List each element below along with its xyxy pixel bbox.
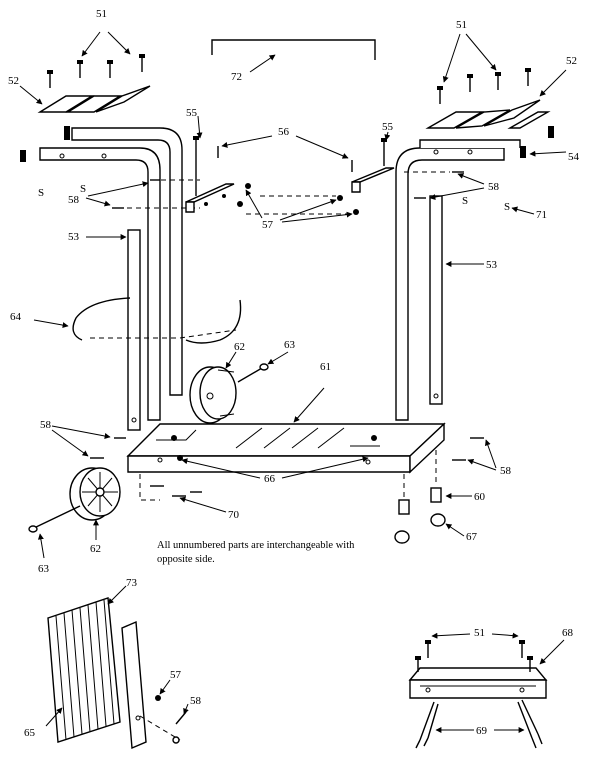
- label-60: 60: [474, 491, 486, 503]
- bolts-58-upper-right: 58 S S 71: [404, 171, 547, 221]
- part-66: 66: [181, 456, 369, 485]
- wire-64: 64: [10, 297, 242, 344]
- label-70: 70: [228, 509, 240, 521]
- label-61: 61: [320, 361, 331, 373]
- washer-bolt-57-58-lower: 57 58: [139, 669, 202, 744]
- s-clip-left-2: S: [80, 183, 86, 195]
- bolts-58-lower-right: 58: [452, 437, 512, 477]
- label-73: 73: [126, 577, 138, 589]
- hardware-70: 70: [139, 474, 240, 521]
- label-52-left: 52: [8, 75, 19, 87]
- label-69: 69: [476, 725, 488, 737]
- washer-57: 57: [245, 189, 353, 231]
- bolts-58-upper-left: S S 58: [38, 179, 200, 209]
- label-62-upper: 62: [234, 341, 245, 353]
- note-line-2: opposite side.: [157, 554, 215, 565]
- right-handle-frame: 53 54: [395, 126, 580, 421]
- tray-68: 68 51: [408, 627, 574, 699]
- s-clip-right-2: S: [504, 201, 510, 213]
- label-58-lower-panel: 58: [190, 695, 202, 707]
- hooks-69: 69: [415, 699, 543, 749]
- label-67: 67: [466, 531, 478, 543]
- screw-51-right: [437, 68, 531, 104]
- label-62-lower: 62: [90, 543, 101, 555]
- screw-56: 56: [221, 126, 349, 159]
- label-58-upper-left: 58: [68, 194, 80, 206]
- right-side-shelf-52: 52 51: [425, 19, 577, 129]
- label-65: 65: [24, 727, 36, 739]
- label-52-right: 52: [566, 55, 577, 67]
- caster-60-67: 60 67: [394, 450, 486, 544]
- bracket-55-left: 55: [185, 107, 251, 213]
- label-56: 56: [278, 126, 290, 138]
- note-line-1: All unnumbered parts are interchangeable…: [157, 540, 355, 551]
- wheel-62-lower: 62: [69, 467, 121, 555]
- label-51-tray: 51: [474, 627, 485, 639]
- wheel-62-upper: 62: [189, 341, 245, 424]
- left-handle-frame: 53: [20, 126, 183, 431]
- label-72: 72: [231, 71, 242, 83]
- label-51-left: 51: [96, 8, 107, 20]
- label-63-upper: 63: [284, 339, 296, 351]
- screw-51-left: [47, 54, 145, 88]
- bottom-shelf-61: 61: [126, 361, 446, 474]
- side-panel-65: 65 73: [24, 577, 147, 750]
- s-clip-right-1: S: [462, 195, 468, 207]
- label-54: 54: [568, 151, 580, 163]
- label-53-right: 53: [486, 259, 498, 271]
- interchangeable-note: All unnumbered parts are interchangeable…: [157, 540, 355, 565]
- s-clip-left-1: S: [38, 187, 44, 199]
- axle-63-lower: 63: [28, 505, 81, 575]
- left-side-shelf-52: 52 51: [8, 8, 151, 113]
- label-66: 66: [264, 473, 276, 485]
- top-bracket-72: 72: [211, 39, 376, 83]
- label-58-lower-left: 58: [40, 419, 52, 431]
- label-55-left: 55: [186, 107, 198, 119]
- axle-63-upper: 63: [237, 339, 296, 383]
- label-71: 71: [536, 209, 547, 221]
- label-58-upper-right: 58: [488, 181, 500, 193]
- label-57-upper: 57: [262, 219, 274, 231]
- label-64: 64: [10, 311, 22, 323]
- label-55-right: 55: [382, 121, 394, 133]
- label-68: 68: [562, 627, 574, 639]
- label-58-lower-right: 58: [500, 465, 512, 477]
- label-63-lower: 63: [38, 563, 50, 575]
- label-53-left: 53: [68, 231, 80, 243]
- bracket-55-right: 55: [246, 121, 395, 215]
- label-57-lower: 57: [170, 669, 182, 681]
- bolts-58-lower-left: 58: [40, 419, 126, 459]
- label-51-right: 51: [456, 19, 467, 31]
